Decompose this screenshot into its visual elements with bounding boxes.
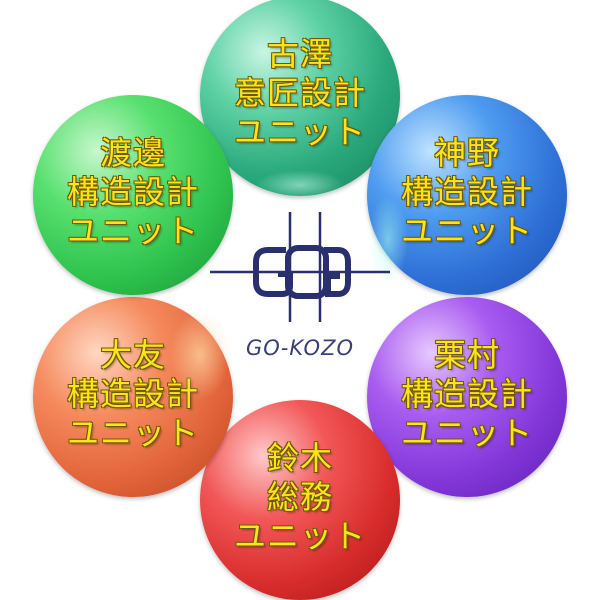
- unit-label: 栗村 構造設計 ユニット: [367, 336, 567, 453]
- unit-dept: 意匠設計: [233, 74, 366, 113]
- unit-dept: 構造設計: [66, 173, 199, 212]
- unit-otomo-structural: 大友 構造設計 ユニット: [33, 297, 233, 497]
- unit-label: 大友 構造設計 ユニット: [33, 336, 233, 453]
- unit-suffix: ユニット: [233, 517, 366, 556]
- unit-dept: 構造設計: [400, 375, 533, 414]
- unit-suffix: ユニット: [400, 414, 533, 453]
- unit-name: 鈴木: [266, 439, 333, 478]
- unit-kurimura-structural: 栗村 構造設計 ユニット: [367, 297, 567, 497]
- unit-label: 神野 構造設計 ユニット: [367, 134, 567, 251]
- logo-letter-g-right: [324, 247, 351, 297]
- unit-dept: 構造設計: [400, 173, 533, 212]
- unit-name: 大友: [99, 336, 166, 375]
- unit-suffix: ユニット: [66, 212, 199, 251]
- gokozo-logo: [210, 212, 390, 322]
- unit-watanabe-structural: 渡邊 構造設計 ユニット: [33, 95, 233, 295]
- unit-suzuki-general-affairs: 鈴木 総務 ユニット: [200, 400, 400, 600]
- unit-suffix: ユニット: [400, 212, 533, 251]
- unit-dept: 構造設計: [66, 375, 199, 414]
- unit-furusawa-design: 古澤 意匠設計 ユニット: [200, 0, 400, 196]
- unit-label: 鈴木 総務 ユニット: [200, 439, 400, 556]
- logo-caption: GO-KOZO: [245, 336, 355, 360]
- unit-kamino-structural: 神野 構造設計 ユニット: [367, 95, 567, 295]
- unit-suffix: ユニット: [233, 113, 366, 152]
- unit-label: 渡邊 構造設計 ユニット: [33, 134, 233, 251]
- unit-label: 古澤 意匠設計 ユニット: [200, 35, 400, 152]
- unit-dept: 総務: [266, 478, 333, 517]
- unit-name: 渡邊: [99, 134, 166, 173]
- unit-name: 古澤: [266, 35, 333, 74]
- unit-suffix: ユニット: [66, 414, 199, 453]
- logo-letter-o: [285, 245, 329, 299]
- unit-name: 栗村: [433, 336, 500, 375]
- unit-name: 神野: [433, 134, 500, 173]
